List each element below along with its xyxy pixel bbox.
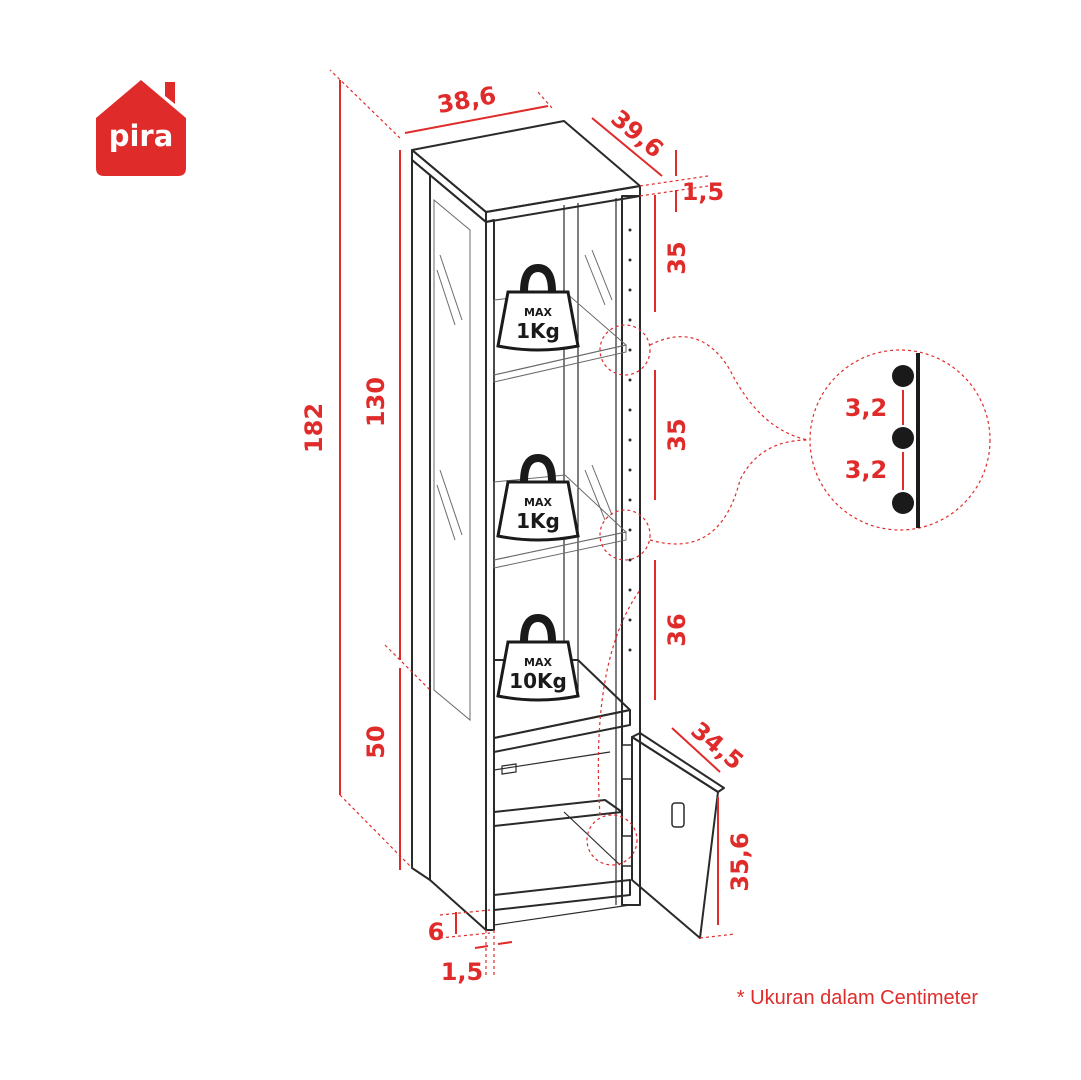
brand-logo: pira [96, 80, 186, 176]
upper-height-label: 130 [362, 377, 390, 427]
handle-icon [671, 802, 685, 828]
door-height-label: 35,6 [726, 832, 754, 891]
door-width-label: 34,5 [685, 716, 748, 776]
logo-text: pira [109, 119, 174, 153]
hole-pitch-detail [586, 324, 991, 866]
weight-icon-1: MAX 1Kg [496, 263, 580, 352]
hole-pitch-2-label: 3,2 [845, 456, 888, 484]
weight-max-label: MAX [524, 656, 552, 669]
shelf-gap-3-label: 36 [663, 613, 691, 646]
top-width-label: 38,6 [435, 81, 498, 119]
plinth-height-label: 6 [428, 918, 445, 946]
weight-value-label: 10Kg [509, 669, 567, 693]
weight-max-label: MAX [524, 306, 552, 319]
weight-icon-2: MAX 1Kg [496, 453, 580, 542]
plinth-inset-label: 1,5 [441, 958, 484, 986]
cabinet-body [411, 120, 725, 939]
house-logo-icon [96, 80, 186, 176]
weight-max-label: MAX [524, 496, 552, 509]
lower-height-label: 50 [362, 725, 390, 758]
shelf-gap-1-label: 35 [663, 241, 691, 274]
weight-value-label: 1Kg [516, 509, 560, 533]
dimension-lines [329, 69, 736, 975]
shelf-gap-2-label: 35 [663, 418, 691, 451]
hole-pitch-1-label: 3,2 [845, 394, 888, 422]
hinge-icon [621, 744, 633, 867]
units-note: * Ukuran dalam Centimeter [737, 987, 979, 1009]
total-height-label: 182 [300, 403, 328, 453]
weight-icon-3: MAX 10Kg [496, 613, 580, 702]
weight-value-label: 1Kg [516, 319, 560, 343]
top-thickness-label: 1,5 [682, 178, 725, 206]
